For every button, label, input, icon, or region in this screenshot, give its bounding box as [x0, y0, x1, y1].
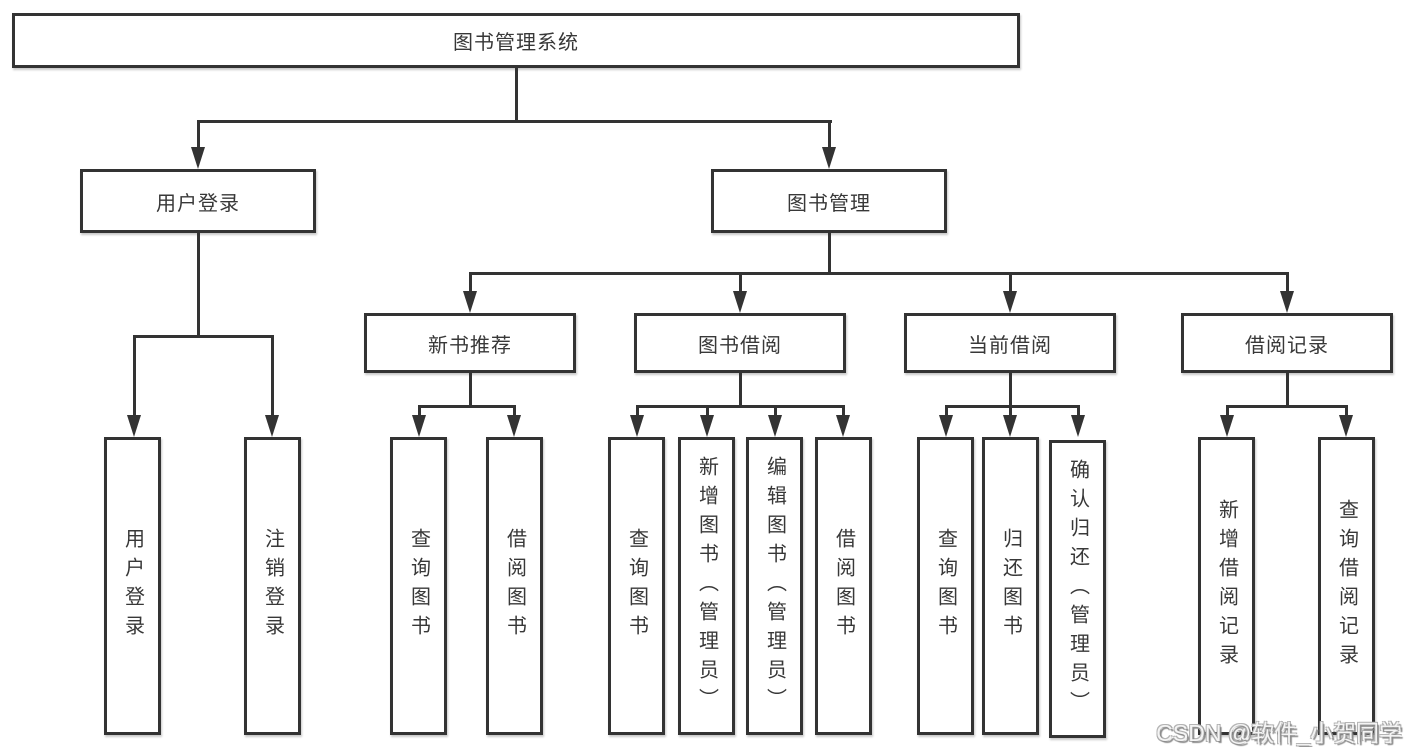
connector-drop-leaf [1009, 405, 1012, 418]
connector-drop-book-borrowing [739, 272, 742, 294]
node-label: 新书推荐 [428, 334, 512, 357]
leaf-borrow-books: 借阅图书 [815, 437, 872, 735]
arrowhead-book-borrowing [733, 291, 747, 313]
connector-drop-user-login [197, 120, 200, 150]
connector-root-rail [197, 120, 832, 123]
leaf-label: 借阅图书 [832, 528, 855, 644]
connector-user-login-stem [197, 233, 200, 338]
node-label: 当前借阅 [968, 334, 1052, 357]
leaf-query-books: 查询图书 [608, 437, 665, 735]
leaf-add-borrowing-record: 新增借阅记录 [1198, 437, 1255, 735]
arrowhead-leaf [412, 415, 426, 437]
leaf-query-books: 查询图书 [390, 437, 447, 735]
connector-rail [418, 405, 516, 408]
connector-drop-book-management [828, 120, 831, 150]
leaf-label: 借阅图书 [503, 528, 526, 644]
arrowhead-leaf [265, 415, 279, 437]
connector-drop-borrowing-records [1286, 272, 1289, 294]
arrowhead-leaf [768, 415, 782, 437]
connector-drop-new-book [469, 272, 472, 294]
arrowhead-leaf [1339, 415, 1353, 437]
node-label: 图书管理 [787, 192, 871, 215]
leaf-query-books: 查询图书 [917, 437, 974, 735]
connector-stem [469, 373, 472, 408]
leaf-label: 查询图书 [934, 528, 957, 644]
connector-drop-leaf [1345, 405, 1348, 418]
node-label: 图书借阅 [698, 334, 782, 357]
arrowhead-new-book [463, 291, 477, 313]
connector-book-management-stem [828, 233, 831, 275]
node-borrowing-records: 借阅记录 [1181, 313, 1393, 373]
connector-drop-leaf [418, 405, 421, 418]
connector-drop-leaf [513, 405, 516, 418]
connector-stem [739, 373, 742, 408]
connector-user-login-rail [133, 335, 274, 338]
arrowhead-leaf [939, 415, 953, 437]
connector-rail [945, 405, 1080, 408]
connector-drop-current-borrowing [1009, 272, 1012, 294]
connector-drop-leaf [271, 335, 274, 418]
leaf-add-books-admin: 新增图书（管理员） [678, 437, 735, 735]
arrowhead-leaf [127, 415, 141, 437]
leaf-user-login: 用户登录 [104, 437, 161, 735]
connector-drop-leaf [636, 405, 639, 418]
connector-drop-leaf [945, 405, 948, 418]
leaf-label: 新增图书（管理员） [695, 455, 718, 717]
arrowhead-leaf [700, 415, 714, 437]
leaf-query-borrowing-record: 查询借阅记录 [1318, 437, 1375, 735]
leaf-confirm-return-admin: 确认归还（管理员） [1049, 440, 1106, 738]
leaf-label: 编辑图书（管理员） [763, 455, 786, 717]
arrowhead-borrowing-records [1280, 291, 1294, 313]
node-label: 用户登录 [156, 192, 240, 215]
leaf-label: 查询借阅记录 [1335, 499, 1358, 673]
connector-book-management-rail [469, 272, 1288, 275]
arrowhead-user-login [191, 147, 205, 169]
node-root-library-management-system: 图书管理系统 [12, 13, 1020, 68]
arrowhead-leaf [1071, 415, 1085, 437]
leaf-logout: 注销登录 [244, 437, 301, 735]
connector-drop-leaf [706, 405, 709, 418]
connector-drop-leaf [774, 405, 777, 418]
node-user-login: 用户登录 [80, 169, 316, 233]
leaf-edit-books-admin: 编辑图书（管理员） [746, 437, 803, 735]
node-label: 图书管理系统 [453, 32, 579, 54]
arrowhead-leaf [836, 415, 850, 437]
leaf-label: 用户登录 [121, 528, 144, 644]
leaf-label: 归还图书 [999, 528, 1022, 644]
connector-drop-leaf [842, 405, 845, 418]
leaf-borrow-books: 借阅图书 [486, 437, 543, 735]
csdn-watermark: CSDN @软件_小贺同学 [1156, 720, 1402, 746]
arrowhead-book-management [822, 147, 836, 169]
node-label: 借阅记录 [1245, 334, 1329, 357]
leaf-label: 查询图书 [407, 528, 430, 644]
leaf-return-books: 归还图书 [982, 437, 1039, 735]
connector-stem [1286, 373, 1289, 408]
leaf-label: 新增借阅记录 [1215, 499, 1238, 673]
node-current-borrowing: 当前借阅 [904, 313, 1116, 373]
connector-rail [1226, 405, 1348, 408]
arrowhead-current-borrowing [1003, 291, 1017, 313]
leaf-label: 确认归还（管理员） [1066, 458, 1089, 720]
node-book-borrowing: 图书借阅 [634, 313, 846, 373]
arrowhead-leaf [507, 415, 521, 437]
connector-rail [636, 405, 845, 408]
connector-root-stem [515, 68, 518, 123]
connector-drop-leaf [1226, 405, 1229, 418]
arrowhead-leaf [1220, 415, 1234, 437]
node-book-management: 图书管理 [711, 169, 947, 233]
arrowhead-leaf [1003, 415, 1017, 437]
connector-drop-leaf [133, 335, 136, 418]
leaf-label: 注销登录 [261, 528, 284, 644]
connector-stem [1009, 373, 1012, 408]
node-new-book-recommendation: 新书推荐 [364, 313, 576, 373]
connector-drop-leaf [1077, 405, 1080, 418]
arrowhead-leaf [630, 415, 644, 437]
leaf-label: 查询图书 [625, 528, 648, 644]
